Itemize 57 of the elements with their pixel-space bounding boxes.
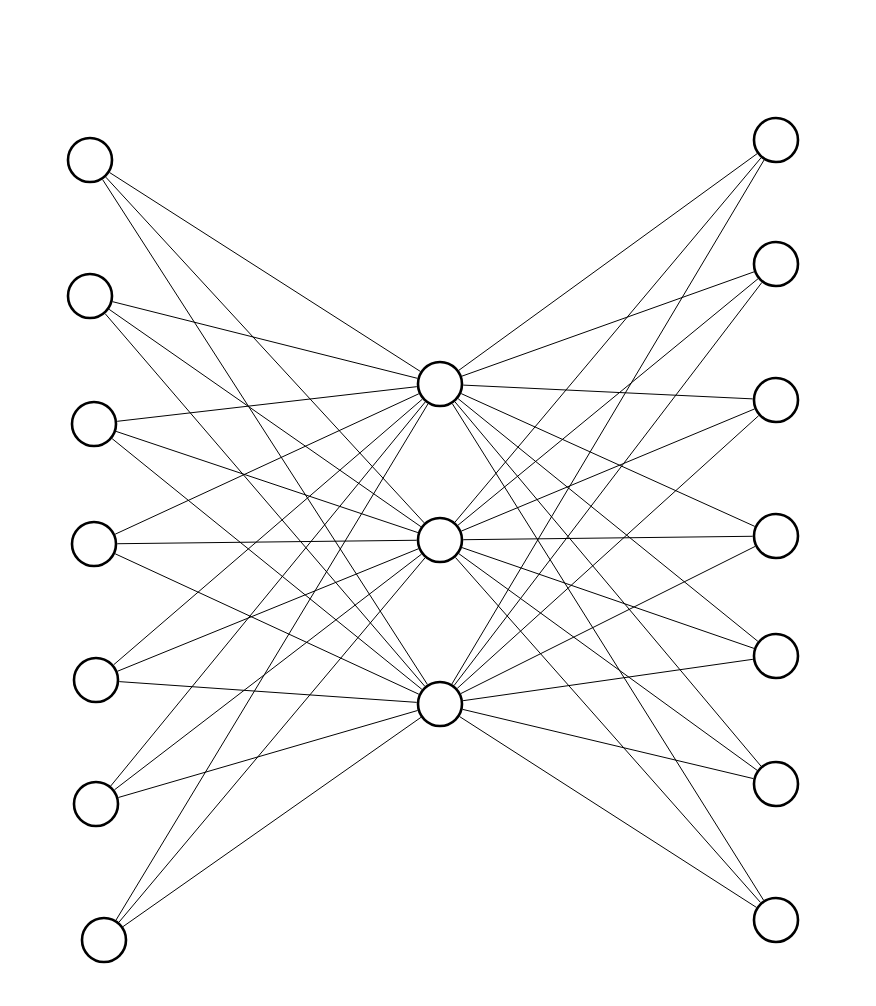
- connection-line: [113, 398, 423, 666]
- connection-line: [462, 384, 754, 400]
- neuron-circle: [416, 680, 464, 728]
- connection-line: [461, 547, 755, 649]
- connection-line: [104, 313, 426, 687]
- connection-line: [457, 398, 759, 642]
- connection-line: [458, 553, 758, 771]
- connection-line: [451, 403, 765, 901]
- connection-line: [109, 172, 421, 372]
- connection-line: [461, 271, 755, 377]
- connection-line: [102, 179, 428, 685]
- connection-line: [105, 176, 425, 524]
- connection-line: [114, 553, 422, 791]
- neuron-circle: [80, 916, 128, 964]
- connection-line: [453, 282, 763, 686]
- neuron-circle: [72, 780, 120, 828]
- connection-line: [111, 438, 423, 690]
- connection-line: [122, 716, 422, 928]
- connection-line: [112, 301, 418, 379]
- connection-line: [462, 535, 754, 541]
- connection-line: [459, 716, 757, 908]
- connection-line: [116, 539, 418, 545]
- neuron-circle: [70, 520, 118, 568]
- neuron-circle: [72, 656, 120, 704]
- neuron-circle: [66, 136, 114, 184]
- connection-line: [118, 557, 426, 923]
- connection-line: [451, 159, 765, 685]
- neuron-circle: [752, 116, 800, 164]
- connection-line: [460, 545, 756, 695]
- connection-line: [115, 403, 429, 921]
- connection-line: [116, 386, 418, 422]
- connection-line: [454, 401, 762, 767]
- neuron-circle: [752, 512, 800, 560]
- connection-line: [454, 556, 762, 904]
- connection-line: [115, 430, 419, 534]
- connection-line: [118, 681, 418, 703]
- neuron-circle: [70, 400, 118, 448]
- neuron-circle: [752, 240, 800, 288]
- connection-line: [114, 393, 420, 535]
- connection-line: [108, 308, 422, 528]
- connection-line: [117, 710, 419, 798]
- neuron-circle: [752, 376, 800, 424]
- connection-line: [456, 415, 760, 689]
- neuron-circle: [416, 516, 464, 564]
- connection-line: [462, 658, 754, 702]
- neuron-circle: [752, 760, 800, 808]
- connection-line: [110, 401, 426, 787]
- neuron-circle: [416, 360, 464, 408]
- connection-line: [454, 157, 762, 523]
- connection-line: [462, 708, 754, 780]
- neuron-circle: [752, 896, 800, 944]
- neuron-circle: [752, 632, 800, 680]
- connection-line: [114, 553, 420, 695]
- connection-line: [458, 153, 758, 371]
- connection-line: [457, 278, 759, 526]
- connection-line: [117, 548, 419, 672]
- neuron-circle: [66, 272, 114, 320]
